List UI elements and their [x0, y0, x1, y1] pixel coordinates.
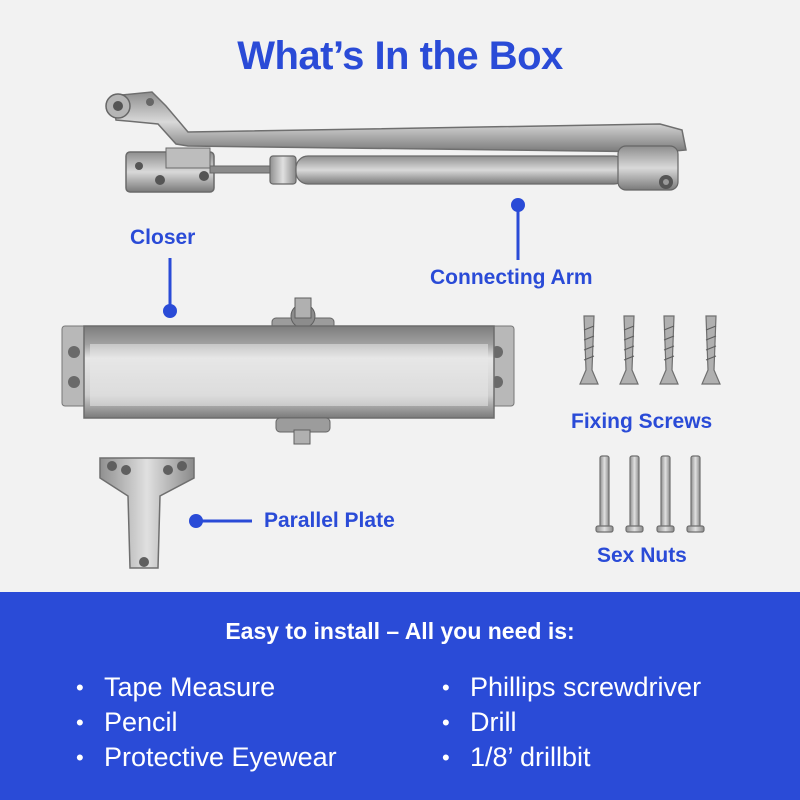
parallel-plate-label: Parallel Plate — [264, 509, 395, 532]
list-item: •Tape Measure — [74, 670, 337, 705]
bullet-icon: • — [442, 675, 450, 700]
sex-nuts-label: Sex Nuts — [597, 544, 687, 567]
connecting-arm-image — [105, 91, 687, 193]
bullet-icon: • — [442, 745, 450, 770]
sex-nuts-image — [595, 455, 705, 533]
product-illustration — [61, 91, 721, 569]
list-item: •1/8’ drillbit — [440, 740, 701, 775]
fixing-screws-image — [579, 315, 721, 385]
parallel-plate-image — [99, 457, 195, 569]
bullet-icon: • — [442, 710, 450, 735]
tools-list-right: •Phillips screwdriver •Drill •1/8’ drill… — [440, 670, 701, 775]
install-heading: Easy to install – All you need is: — [225, 618, 575, 644]
bullet-icon: • — [76, 745, 84, 770]
pointer-lines — [163, 198, 525, 528]
closer-image — [61, 297, 515, 445]
page-title: What’s In the Box — [237, 34, 563, 78]
list-item: •Pencil — [74, 705, 337, 740]
closer-label: Closer — [130, 226, 196, 249]
connecting-arm-label: Connecting Arm — [430, 266, 593, 289]
list-item: •Protective Eyewear — [74, 740, 337, 775]
list-item: •Phillips screwdriver — [440, 670, 701, 705]
bullet-icon: • — [76, 675, 84, 700]
install-requirements-panel: Easy to install – All you need is: •Tape… — [0, 592, 800, 800]
list-item: •Drill — [440, 705, 701, 740]
tools-list-left: •Tape Measure •Pencil •Protective Eyewea… — [74, 670, 337, 775]
bullet-icon: • — [76, 710, 84, 735]
fixing-screws-label: Fixing Screws — [571, 410, 713, 433]
